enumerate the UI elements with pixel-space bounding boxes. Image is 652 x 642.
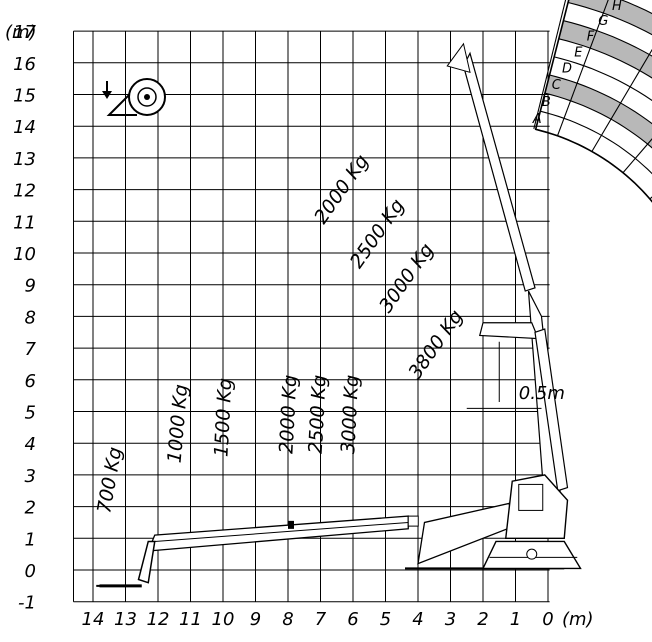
extension-letter: H <box>612 0 622 14</box>
y-tick-label: 9 <box>25 276 36 297</box>
extension-arcs <box>534 0 652 203</box>
capacity-label: 2500 Kg <box>346 195 409 272</box>
y-tick-label: 15 <box>13 86 36 107</box>
x-unit-label: (m) <box>562 609 594 630</box>
angle-ray <box>556 0 609 137</box>
y-tick-label: 1 <box>25 529 36 550</box>
x-tick-label: 2 <box>477 609 488 630</box>
capacity-label: 1500 Kg <box>210 378 236 458</box>
extension-letter: E <box>574 45 583 60</box>
y-tick-label: 16 <box>13 54 36 75</box>
y-tick-label: 0 <box>25 561 36 582</box>
y-unit-label: (m) <box>5 22 37 43</box>
capacity-label: 2500 Kg <box>305 374 331 454</box>
boom-mid <box>534 328 569 492</box>
boom-head <box>407 515 419 527</box>
y-tick-label: 8 <box>25 307 36 328</box>
cab-window <box>518 483 544 511</box>
capacity-label: 3000 Kg <box>375 239 438 316</box>
x-tick-label: 13 <box>114 609 137 630</box>
capacity-bands <box>155 0 652 570</box>
arrow-down-icon <box>102 91 112 99</box>
dimension-label: 0.5m <box>519 383 565 404</box>
x-tick-label: 5 <box>380 609 391 630</box>
extension-letter: F <box>587 30 595 45</box>
angle-ray <box>533 0 567 130</box>
base-wheel <box>526 548 538 560</box>
capacity-label: 700 Kg <box>93 445 126 515</box>
telehandler-illustration <box>96 42 582 588</box>
extension-letter: A <box>532 112 542 127</box>
capacity-band-upper <box>544 75 652 148</box>
extension-arc-E <box>554 56 652 102</box>
x-tick-label: 12 <box>147 609 170 630</box>
extension-arc-C <box>544 92 652 149</box>
y-tick-label: 7 <box>25 339 37 360</box>
angle-ray <box>622 138 652 174</box>
capacity-label: 3800 Kg <box>404 306 467 383</box>
y-tick-label: 2 <box>25 498 36 519</box>
boom-section-line <box>154 521 409 542</box>
x-tick-label: 4 <box>412 609 423 630</box>
y-tick-label: 11 <box>13 212 36 233</box>
capacity-band-upper <box>568 0 652 35</box>
y-tick-label: 10 <box>13 244 36 265</box>
angle-rays <box>533 0 652 200</box>
extension-letter: C <box>552 78 562 93</box>
extension-letter: G <box>598 14 608 29</box>
grid <box>73 30 550 603</box>
boom-raised-upper <box>462 51 536 292</box>
y-tick-label: 13 <box>13 149 36 170</box>
x-tick-label: 11 <box>179 609 202 630</box>
extension-arc-D <box>549 74 652 125</box>
angle-ray <box>591 48 652 152</box>
x-tick-label: 1 <box>510 609 521 630</box>
capacity-band <box>243 37 289 570</box>
boom-mid-head <box>478 322 540 340</box>
fork-carriage <box>137 540 156 584</box>
capacity-label: 1000 Kg <box>164 383 193 464</box>
y-tick-label: 17 <box>13 22 36 43</box>
x-tick-label: 3 <box>445 609 456 630</box>
tyre-stabilizer-icon <box>102 78 166 116</box>
y-tick-label: 5 <box>25 403 36 424</box>
extension-arc-F <box>558 38 652 79</box>
x-tick-label: 6 <box>347 609 358 630</box>
x-tick-label: 9 <box>250 609 261 630</box>
x-tick-label: 10 <box>212 609 235 630</box>
y-tick-label: 12 <box>13 181 36 202</box>
y-tick-label: 4 <box>25 434 36 455</box>
extension-letter: D <box>562 62 572 77</box>
extension-arc-A <box>535 128 652 203</box>
y-tick-label: -1 <box>18 593 36 614</box>
y-tick-label: 14 <box>13 117 36 138</box>
boom-head-raised <box>446 42 471 74</box>
x-tick-label: 7 <box>315 609 327 630</box>
extension-arc-H <box>567 1 652 36</box>
x-tick-label: 8 <box>282 609 293 630</box>
y-tick-label: 3 <box>25 466 36 487</box>
boom-extended <box>147 515 409 552</box>
stabilizer-icon <box>106 94 137 116</box>
extension-arc-G <box>563 20 652 57</box>
capacity-label: 2000 Kg <box>275 374 301 454</box>
capacity-band <box>155 37 191 570</box>
extension-arc-B <box>540 110 652 175</box>
hub-center-icon <box>144 94 150 100</box>
extension-letter: B <box>542 95 551 110</box>
x-tick-label: 14 <box>82 609 105 630</box>
boom-marker <box>288 520 294 529</box>
capacity-band-upper <box>558 20 652 78</box>
capacity-label: 3000 Kg <box>337 374 363 454</box>
x-tick-label: 0 <box>542 609 553 630</box>
y-tick-label: 6 <box>25 371 36 392</box>
boom-retracted <box>417 502 517 565</box>
